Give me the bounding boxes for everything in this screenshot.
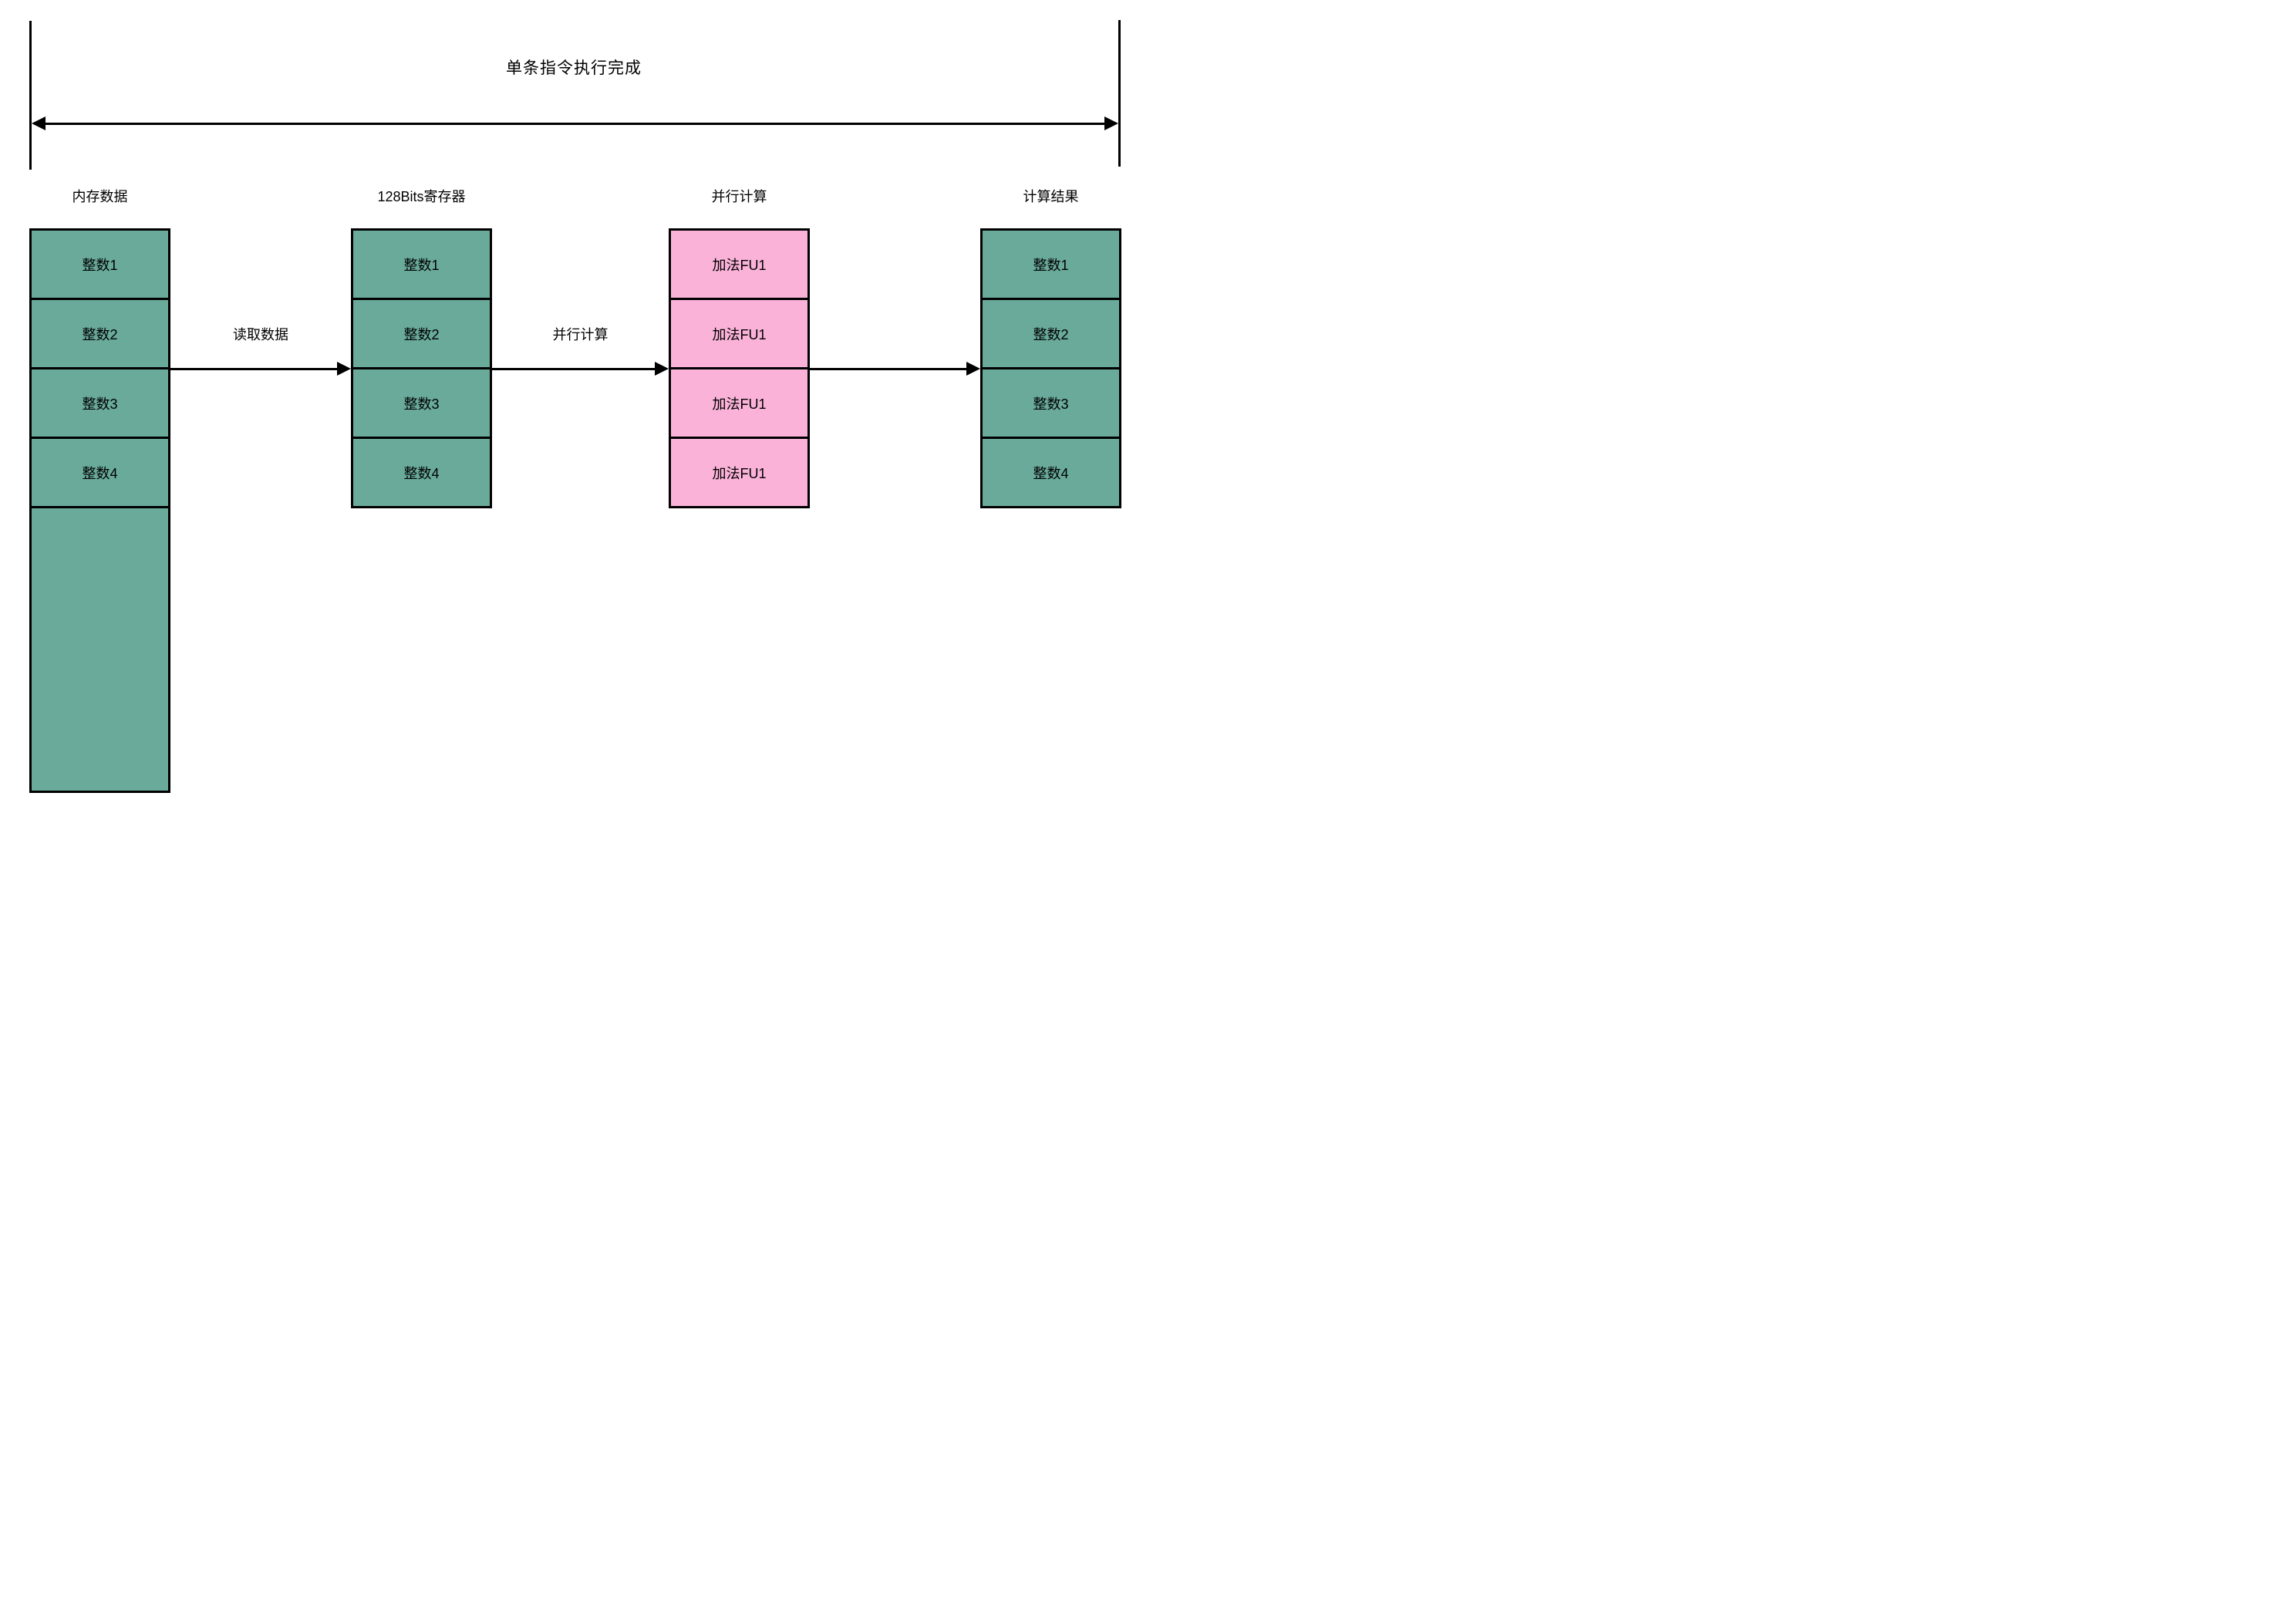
fu-cell-1: 加法FU1	[669, 228, 810, 300]
column-memory-data: 整数1 整数2 整数3 整数4	[29, 228, 170, 793]
column-parallel-compute: 加法FU1 加法FU1 加法FU1 加法FU1	[669, 228, 810, 508]
ruler-arrowhead-right-icon	[1104, 116, 1118, 130]
fu-cell-4: 加法FU1	[669, 437, 810, 508]
ruler-line	[43, 123, 1105, 125]
arrow-read-data	[170, 368, 339, 370]
fu-cell-2: 加法FU1	[669, 298, 810, 369]
memory-int-2: 整数2	[29, 298, 170, 369]
fu-cell-3: 加法FU1	[669, 367, 810, 439]
column-header-memory-data: 内存数据	[72, 189, 128, 204]
arrow-to-result	[810, 368, 969, 370]
column-register: 整数1 整数2 整数3 整数4	[351, 228, 492, 508]
memory-int-4: 整数4	[29, 437, 170, 508]
arrow-parallel-compute	[492, 368, 657, 370]
column-header-result: 计算结果	[1023, 189, 1079, 204]
column-result: 整数1 整数2 整数3 整数4	[980, 228, 1121, 508]
arrow-label-read-data: 读取数据	[233, 327, 288, 342]
column-header-register: 128Bits寄存器	[377, 189, 466, 204]
memory-int-3: 整数3	[29, 367, 170, 439]
ruler-left-bar	[29, 21, 32, 170]
result-int-3: 整数3	[980, 367, 1121, 439]
memory-int-1: 整数1	[29, 228, 170, 300]
register-int-1: 整数1	[351, 228, 492, 300]
arrow-label-parallel-compute: 并行计算	[552, 327, 609, 342]
ruler-right-bar	[1118, 20, 1121, 167]
column-header-parallel-compute: 并行计算	[711, 189, 767, 204]
arrow-parallel-compute-head-icon	[655, 362, 669, 376]
register-int-4: 整数4	[351, 437, 492, 508]
result-int-1: 整数1	[980, 228, 1121, 300]
arrow-to-result-head-icon	[966, 362, 980, 376]
diagram-canvas: 单条指令执行完成 内存数据 128Bits寄存器 并行计算 计算结果 整数1 整…	[0, 0, 1148, 804]
arrow-read-data-head-icon	[337, 362, 351, 376]
register-int-2: 整数2	[351, 298, 492, 369]
result-int-2: 整数2	[980, 298, 1121, 369]
ruler-title: 单条指令执行完成	[506, 59, 642, 77]
ruler-arrowhead-left-icon	[32, 116, 46, 130]
result-int-4: 整数4	[980, 437, 1121, 508]
register-int-3: 整数3	[351, 367, 492, 439]
memory-overflow-cell	[29, 506, 170, 793]
